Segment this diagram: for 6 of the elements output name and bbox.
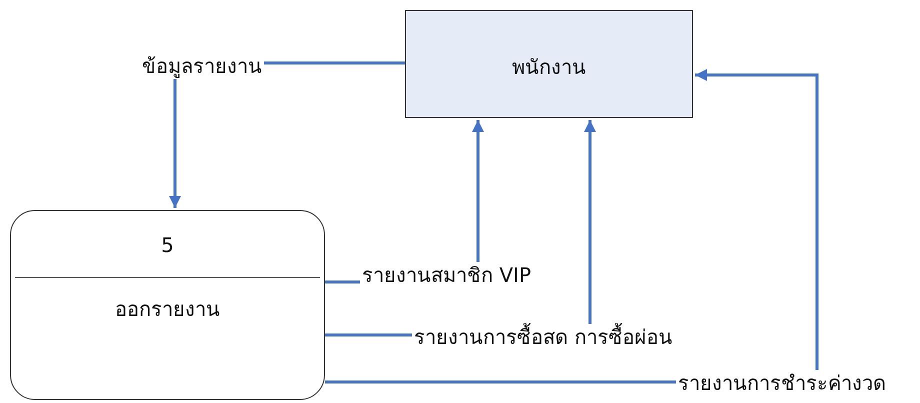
edge-label: ข้อมูลรายงาน [140,53,264,79]
process-box [10,210,325,400]
node-label: พนักงาน [511,54,587,81]
node-label: ออกรายงาน [114,296,221,323]
entity-box [405,10,693,118]
process-number: 5 [160,233,175,257]
